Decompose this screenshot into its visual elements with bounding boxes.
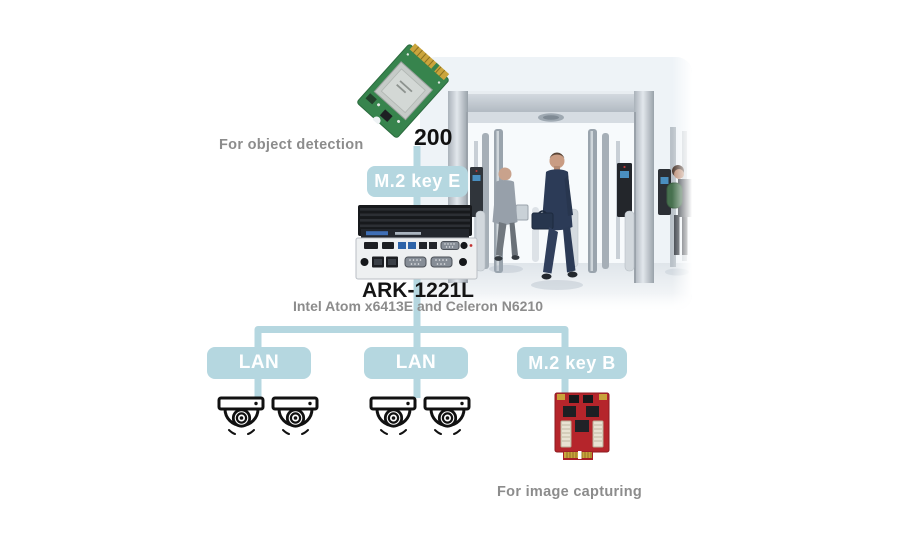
chip bbox=[575, 420, 589, 432]
person-gray-suit bbox=[492, 167, 529, 261]
m2-key-e-label: M.2 key E bbox=[367, 166, 468, 197]
power-button bbox=[460, 241, 468, 250]
chip bbox=[563, 406, 576, 417]
com-port bbox=[404, 256, 427, 268]
chip bbox=[586, 406, 599, 417]
usb3-port bbox=[398, 242, 406, 249]
displayport bbox=[382, 242, 394, 249]
capture-module-image bbox=[554, 392, 610, 460]
m2-key-e-module-image bbox=[352, 40, 456, 140]
person-navy-suit bbox=[531, 152, 578, 280]
lan-label-center: LAN bbox=[364, 347, 468, 379]
hdmi-port bbox=[364, 242, 378, 249]
usb3-port bbox=[408, 242, 416, 249]
detector-bar bbox=[602, 133, 609, 269]
lan-label-left: LAN bbox=[207, 347, 311, 379]
dome-camera-icon bbox=[271, 393, 319, 439]
dome-camera-icon bbox=[217, 393, 265, 439]
connector bbox=[592, 420, 604, 448]
gate-right-pillar bbox=[634, 91, 654, 283]
object-detection-caption: For object detection bbox=[219, 137, 364, 153]
camera-pair-left bbox=[217, 393, 319, 439]
dome-camera-icon bbox=[423, 393, 471, 439]
device-cpu-text: Intel Atom x6413E and Celeron N6210 bbox=[292, 298, 544, 314]
connector bbox=[560, 420, 572, 448]
power-led bbox=[469, 244, 473, 247]
security-gate-photo bbox=[420, 57, 692, 310]
antenna-hole bbox=[459, 258, 467, 266]
m2-key-b-label: M.2 key B bbox=[517, 347, 627, 379]
image-capturing-caption: For image capturing bbox=[497, 484, 643, 500]
com-port bbox=[430, 256, 453, 268]
dome-camera-icon bbox=[369, 393, 417, 439]
ark-device-image bbox=[355, 205, 478, 280]
usb2-port bbox=[419, 242, 427, 249]
brand-label bbox=[366, 231, 388, 236]
gate-top-beam bbox=[448, 91, 654, 112]
usb2-port bbox=[429, 242, 437, 249]
com-port bbox=[440, 241, 460, 250]
camera-pair-center bbox=[369, 393, 471, 439]
antenna-hole bbox=[360, 258, 369, 266]
module-model-text: 200 bbox=[414, 124, 453, 150]
